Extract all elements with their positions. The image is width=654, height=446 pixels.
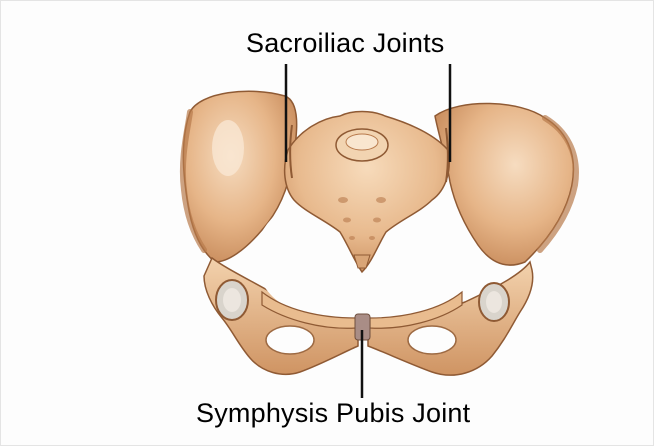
left-ilium-highlight xyxy=(212,120,244,176)
symphysis-pubis-joint-label: Symphysis Pubis Joint xyxy=(196,400,470,427)
sacroiliac-joints-label: Sacroiliac Joints xyxy=(246,30,444,57)
left-obturator-foramen xyxy=(266,326,314,354)
right-obturator-foramen xyxy=(408,326,456,354)
